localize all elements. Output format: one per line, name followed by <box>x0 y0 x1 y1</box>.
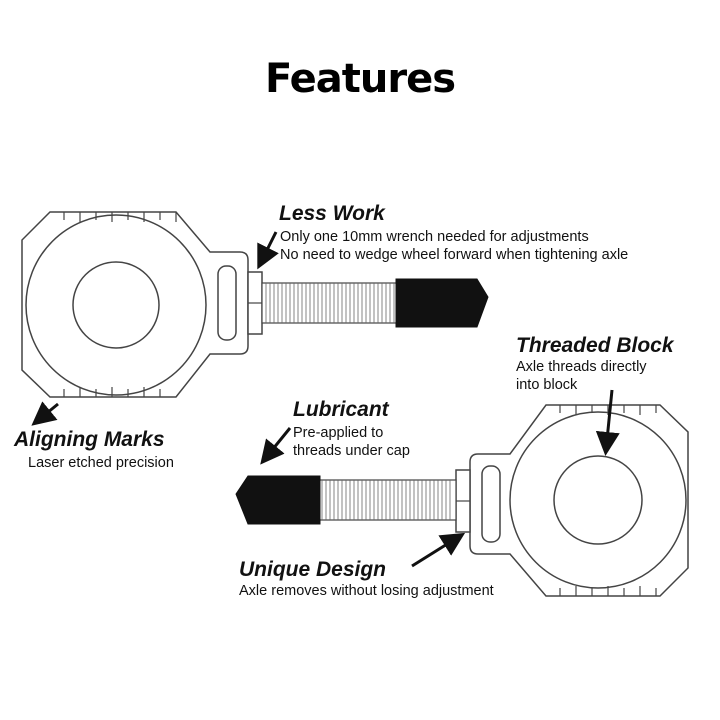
lubricant-line-2: threads under cap <box>293 443 410 459</box>
axle-bore <box>553 455 643 545</box>
threaded-block-line-2: into block <box>516 377 578 393</box>
threaded-block-line-1: Axle threads directly <box>516 359 647 375</box>
less-work-line-1: Only one 10mm wrench needed for adjustme… <box>280 229 589 245</box>
axle-hole <box>25 214 207 396</box>
aligning-marks-description: Laser etched precision <box>28 454 174 472</box>
rod-threads <box>265 283 395 323</box>
unique-design-heading: Unique Design <box>239 558 387 581</box>
threaded-block-heading: Threaded Block <box>516 334 674 357</box>
lubricant-description: Pre-applied to threads under cap <box>293 424 410 460</box>
unique-design-line-1: Axle removes without losing adjustment <box>239 583 494 599</box>
threaded-block-arrow <box>595 389 620 456</box>
page-title: Features <box>264 56 456 102</box>
less-work-arrow <box>257 231 279 270</box>
end-cap <box>395 278 489 328</box>
aligning-marks-top <box>63 212 177 222</box>
aligning-marks-line-1: Laser etched precision <box>28 455 174 471</box>
aligning-marks-top <box>559 405 657 415</box>
lubricant-arrow <box>260 427 292 465</box>
less-work-line-2: No need to wedge wheel forward when tigh… <box>280 247 629 263</box>
aligning-marks-arrow <box>31 401 59 426</box>
adjuster-block-bottom-right <box>235 404 689 597</box>
less-work-heading: Less Work <box>279 202 385 225</box>
aligning-marks-bottom <box>559 586 657 596</box>
threaded-rod <box>317 479 457 521</box>
unique-design-description: Axle removes without losing adjustment <box>239 582 494 600</box>
adjuster-block-top-left <box>21 211 489 398</box>
aligning-marks-bottom <box>63 387 161 397</box>
lubricant-heading: Lubricant <box>293 398 389 421</box>
threaded-block-description: Axle threads directly into block <box>516 358 647 394</box>
axle-bore <box>72 261 160 349</box>
slot <box>217 265 237 341</box>
less-work-description: Only one 10mm wrench needed for adjustme… <box>280 228 628 264</box>
rod-threads <box>321 480 451 520</box>
end-cap <box>235 475 321 525</box>
block-body <box>21 211 249 398</box>
aligning-marks-heading: Aligning Marks <box>14 428 165 451</box>
slot <box>481 465 501 543</box>
callout-arrows <box>31 231 620 568</box>
axle-hole <box>509 411 687 589</box>
unique-design-arrow <box>411 532 466 568</box>
lubricant-line-1: Pre-applied to <box>293 425 384 441</box>
